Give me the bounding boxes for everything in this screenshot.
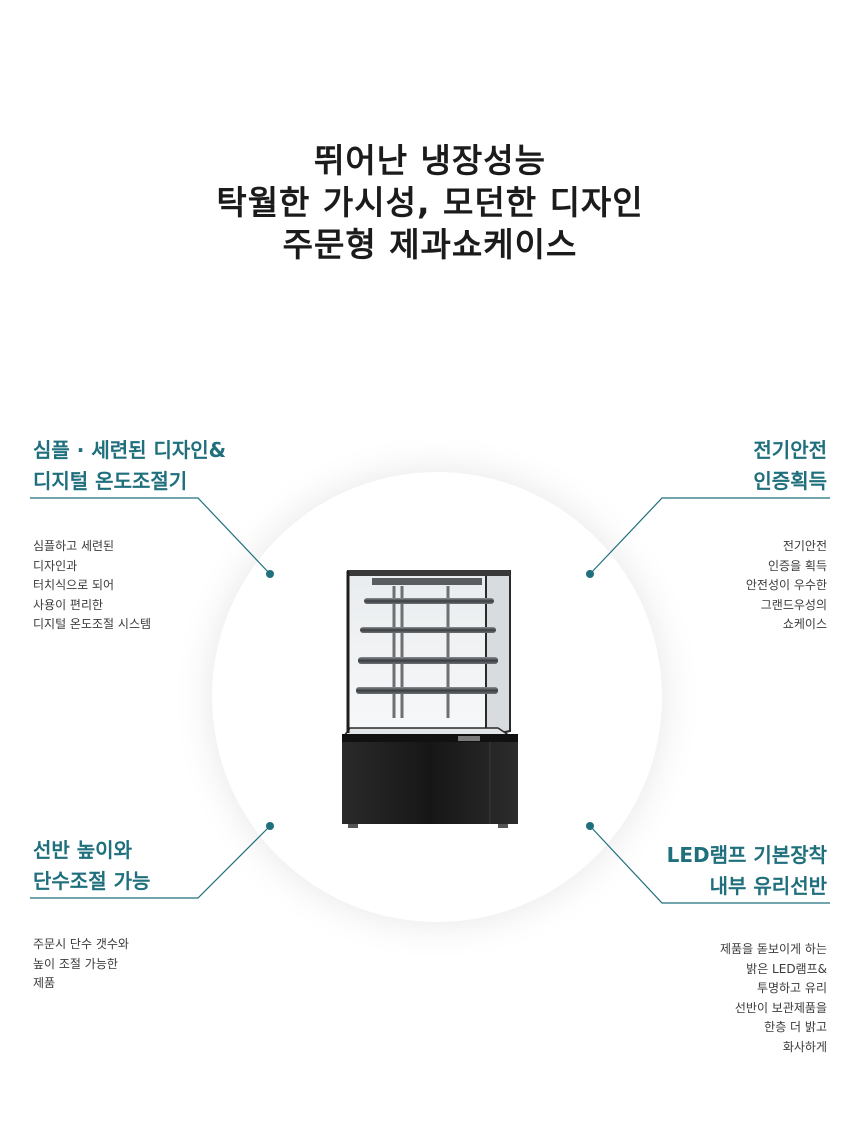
shelf-2 (360, 627, 496, 633)
desc-line: 한층 더 밝고 (764, 1020, 827, 1034)
connector-bottom-right (589, 825, 830, 904)
feature-title-line: 선반 높이와 (33, 838, 132, 862)
feature-title-line: 전기안전 (753, 438, 827, 462)
desc-line: 심플하고 세련된 (33, 539, 115, 553)
desc-line: 그랜드우성의 (760, 597, 827, 612)
desc-line: 화사하게 (782, 1039, 827, 1054)
feature-desc-safety: 전기안전 인증을 획득 안전성이 우수한 그랜드우성의 쇼케이스 (746, 537, 827, 635)
desc-line: 선반이 보관제품을 (734, 1000, 827, 1015)
foot-right (498, 824, 508, 828)
cabinet-control-strip (342, 734, 518, 742)
showcase-product-image (342, 570, 518, 828)
headline-line-2: 탁월한 가시성, 모던한 디자인 (216, 183, 644, 222)
headline-line-3: 주문형 제과쇼케이스 (282, 225, 578, 264)
feature-title-design: 심플 · 세련된 디자인& 디지털 온도조절기 (33, 435, 226, 497)
headline-line-1: 뛰어난 냉장성능 (313, 141, 546, 180)
desc-line: 사용이 편리한 (33, 597, 104, 612)
top-light (372, 578, 482, 585)
desc-line: 안전성이 우수한 (745, 578, 827, 592)
headline: 뛰어난 냉장성능 탁월한 가시성, 모던한 디자인 주문형 제과쇼케이스 (0, 140, 860, 266)
foot-left (348, 824, 358, 828)
feature-title-line: 인증획득 (753, 469, 827, 493)
desc-line: 제품을 돋보이게 하는 (720, 942, 827, 956)
desc-line: 인증을 획득 (767, 558, 827, 573)
glass-side (485, 570, 511, 738)
dot-top-left (266, 570, 274, 578)
feature-title-shelf: 선반 높이와 단수조절 가능 (33, 835, 150, 897)
brand-badge (458, 736, 480, 741)
cabinet-body (342, 734, 518, 824)
desc-line: 밝은 LED램프& (746, 961, 827, 976)
dot-bottom-right (586, 822, 594, 830)
desc-line: 터치식으로 되어 (33, 578, 115, 592)
desc-line: 디지털 온도조절 시스템 (33, 617, 152, 631)
shelf-4 (356, 687, 498, 694)
shelf-1 (364, 598, 494, 604)
dot-bottom-left (266, 822, 274, 830)
feature-title-safety: 전기안전 인증획득 (753, 435, 827, 497)
desc-line: 높이 조절 가능한 (33, 956, 118, 971)
connector-bottom-left (30, 825, 271, 899)
glass-back (347, 570, 511, 732)
feature-title-line: 디지털 온도조절기 (33, 469, 188, 493)
feature-desc-led: 제품을 돋보이게 하는 밝은 LED램프& 투명하고 유리 선반이 보관제품을 … (720, 940, 827, 1057)
desc-line: 디자인과 (33, 558, 78, 573)
connector-top-left (30, 497, 271, 575)
feature-title-line: 내부 유리선반 (709, 874, 827, 898)
desc-line: 쇼케이스 (782, 617, 827, 631)
feature-desc-shelf: 주문시 단수 갯수와 높이 조절 가능한 제품 (33, 935, 129, 994)
feature-title-line: 심플 · 세련된 디자인& (33, 438, 227, 462)
shelf-3 (358, 657, 498, 664)
desc-line: 전기안전 (782, 539, 827, 553)
top-frame (348, 570, 510, 576)
connector-top-right (589, 497, 830, 575)
feature-title-line: LED램프 기본장착 (666, 843, 827, 867)
dot-top-right (586, 570, 594, 578)
feature-desc-design: 심플하고 세련된 디자인과 터치식으로 되어 사용이 편리한 디지털 온도조절 … (33, 537, 151, 635)
desc-line: 주문시 단수 갯수와 (33, 937, 129, 951)
feature-title-led: LED램프 기본장착 내부 유리선반 (667, 840, 827, 902)
desc-line: 제품 (33, 976, 56, 990)
desc-line: 투명하고 유리 (756, 981, 827, 995)
feature-title-line: 단수조절 가능 (33, 869, 151, 893)
